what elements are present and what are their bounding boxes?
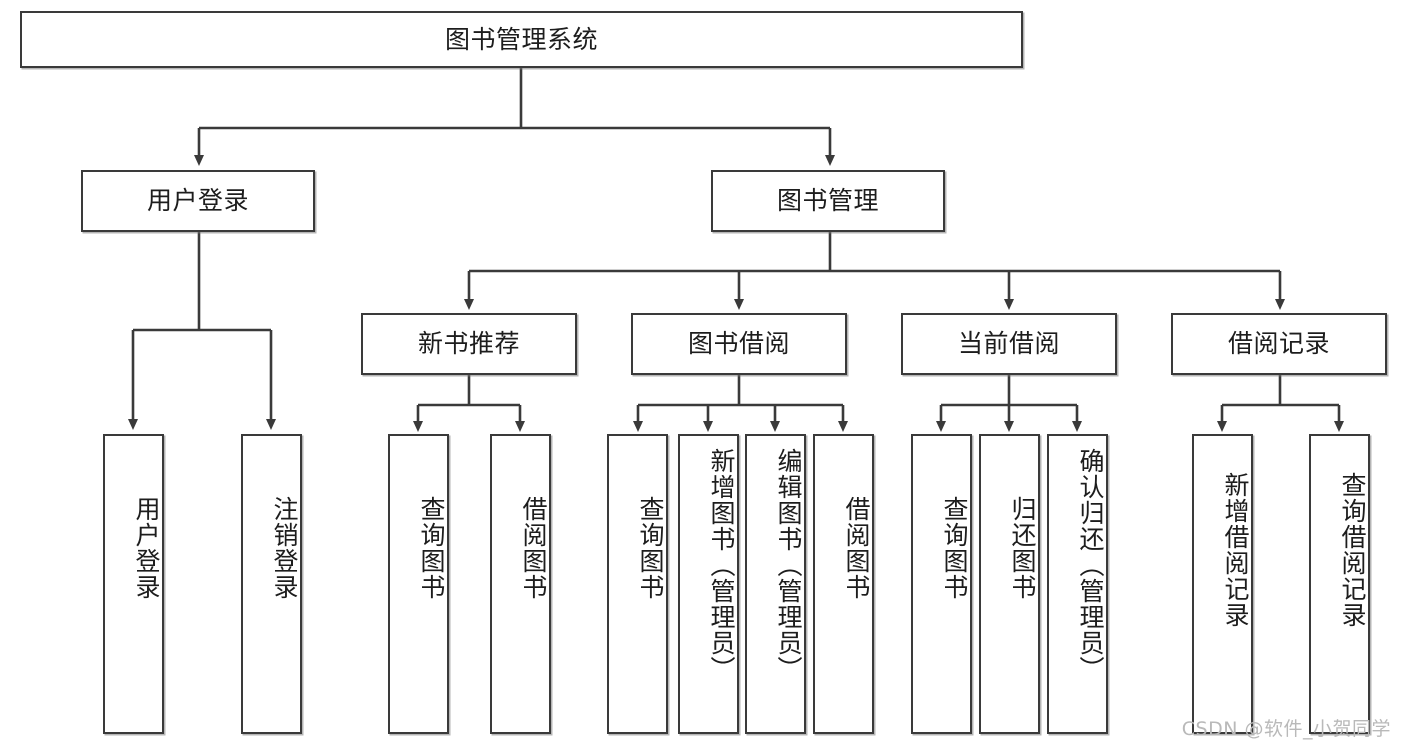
node-new-book-recommend[interactable]: 新书推荐 xyxy=(361,313,577,375)
node-label: 用户登录 xyxy=(132,496,161,600)
leaf-add-borrow-record[interactable]: 新增借阅记录 xyxy=(1192,434,1253,734)
leaf-logout-login[interactable]: 注销登录 xyxy=(241,434,302,734)
node-label: 借阅图书 xyxy=(519,496,548,600)
node-label: 借阅图书 xyxy=(842,496,871,600)
node-label: 新增图书（管理员） xyxy=(707,448,736,682)
node-label: 用户登录 xyxy=(146,186,249,216)
node-label: 查询借阅记录 xyxy=(1338,472,1367,628)
node-label: 图书管理 xyxy=(776,186,879,216)
leaf-query-borrow-record[interactable]: 查询借阅记录 xyxy=(1309,434,1370,734)
node-label: 当前借阅 xyxy=(957,329,1060,359)
node-label: 编辑图书（管理员） xyxy=(774,448,803,682)
node-label: 归还图书 xyxy=(1008,496,1037,600)
leaf-confirm-return-admin[interactable]: 确认归还（管理员） xyxy=(1047,434,1108,734)
leaf-query-book-borrow[interactable]: 查询图书 xyxy=(607,434,668,734)
leaf-borrow-book-borrow[interactable]: 借阅图书 xyxy=(813,434,874,734)
leaf-add-book-admin[interactable]: 新增图书（管理员） xyxy=(678,434,739,734)
node-label: 借阅记录 xyxy=(1227,329,1330,359)
node-label: 查询图书 xyxy=(940,496,969,600)
node-borrow-record[interactable]: 借阅记录 xyxy=(1171,313,1387,375)
node-label: 新书推荐 xyxy=(417,329,520,359)
node-book-borrow[interactable]: 图书借阅 xyxy=(631,313,847,375)
node-label: 注销登录 xyxy=(270,496,299,600)
leaf-query-book-current[interactable]: 查询图书 xyxy=(911,434,972,734)
node-book-management[interactable]: 图书管理 xyxy=(711,170,945,232)
node-label: 查询图书 xyxy=(417,496,446,600)
node-root-book-management-system[interactable]: 图书管理系统 xyxy=(20,11,1023,68)
node-label: 确认归还（管理员） xyxy=(1076,448,1105,682)
csdn-watermark: CSDN @软件_小贺同学 xyxy=(1181,718,1391,740)
node-current-borrow[interactable]: 当前借阅 xyxy=(901,313,1117,375)
leaf-return-book[interactable]: 归还图书 xyxy=(979,434,1040,734)
leaf-edit-book-admin[interactable]: 编辑图书（管理员） xyxy=(745,434,806,734)
leaf-borrow-book-new[interactable]: 借阅图书 xyxy=(490,434,551,734)
node-user-login[interactable]: 用户登录 xyxy=(81,170,315,232)
node-label: 查询图书 xyxy=(636,496,665,600)
leaf-user-login[interactable]: 用户登录 xyxy=(103,434,164,734)
leaf-query-book-new[interactable]: 查询图书 xyxy=(388,434,449,734)
node-label: 图书管理系统 xyxy=(444,24,598,54)
node-label: 图书借阅 xyxy=(687,329,790,359)
node-label: 新增借阅记录 xyxy=(1221,472,1250,628)
